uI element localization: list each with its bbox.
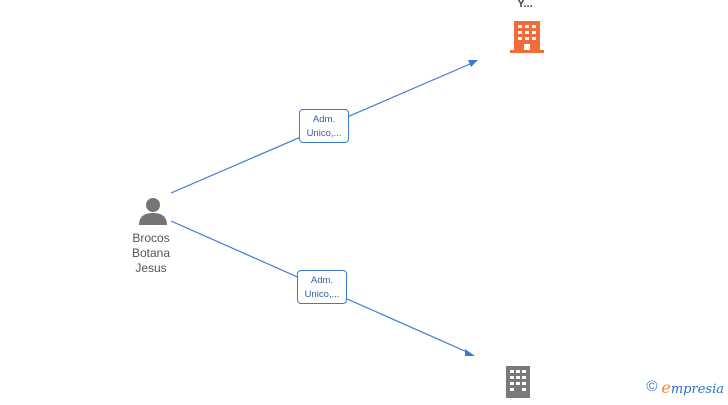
building-icon[interactable] [502,364,534,405]
brand-logo: empresia [661,378,724,397]
edge-label-line: Unico,... [304,289,340,300]
person-name[interactable]: Brocos Botana Jesus [116,231,186,276]
brand-logo-text: mpresia [670,381,724,397]
edge-label-top[interactable]: Adm. Unico,... [299,109,349,143]
copyright-icon: © [646,378,658,395]
person-name-line: Brocos [132,231,170,245]
person-name-line: Jesus [135,261,167,275]
person-icon[interactable] [138,196,168,231]
person-name-line: Botana [131,246,171,260]
edge-label-line: Adm. [312,114,336,125]
building-icon[interactable] [510,19,544,60]
edge-label-line: Adm. [310,275,334,286]
arrow-head-bottom [465,349,475,356]
arrow-head-top [468,60,478,67]
company-top-name[interactable]: Y... [517,0,533,10]
edge-label-bottom[interactable]: Adm. Unico,... [297,270,347,304]
brand-logo-initial: e [661,377,671,397]
edge-label-line: Unico,... [306,128,342,139]
brand-watermark: © empresia [646,378,724,397]
